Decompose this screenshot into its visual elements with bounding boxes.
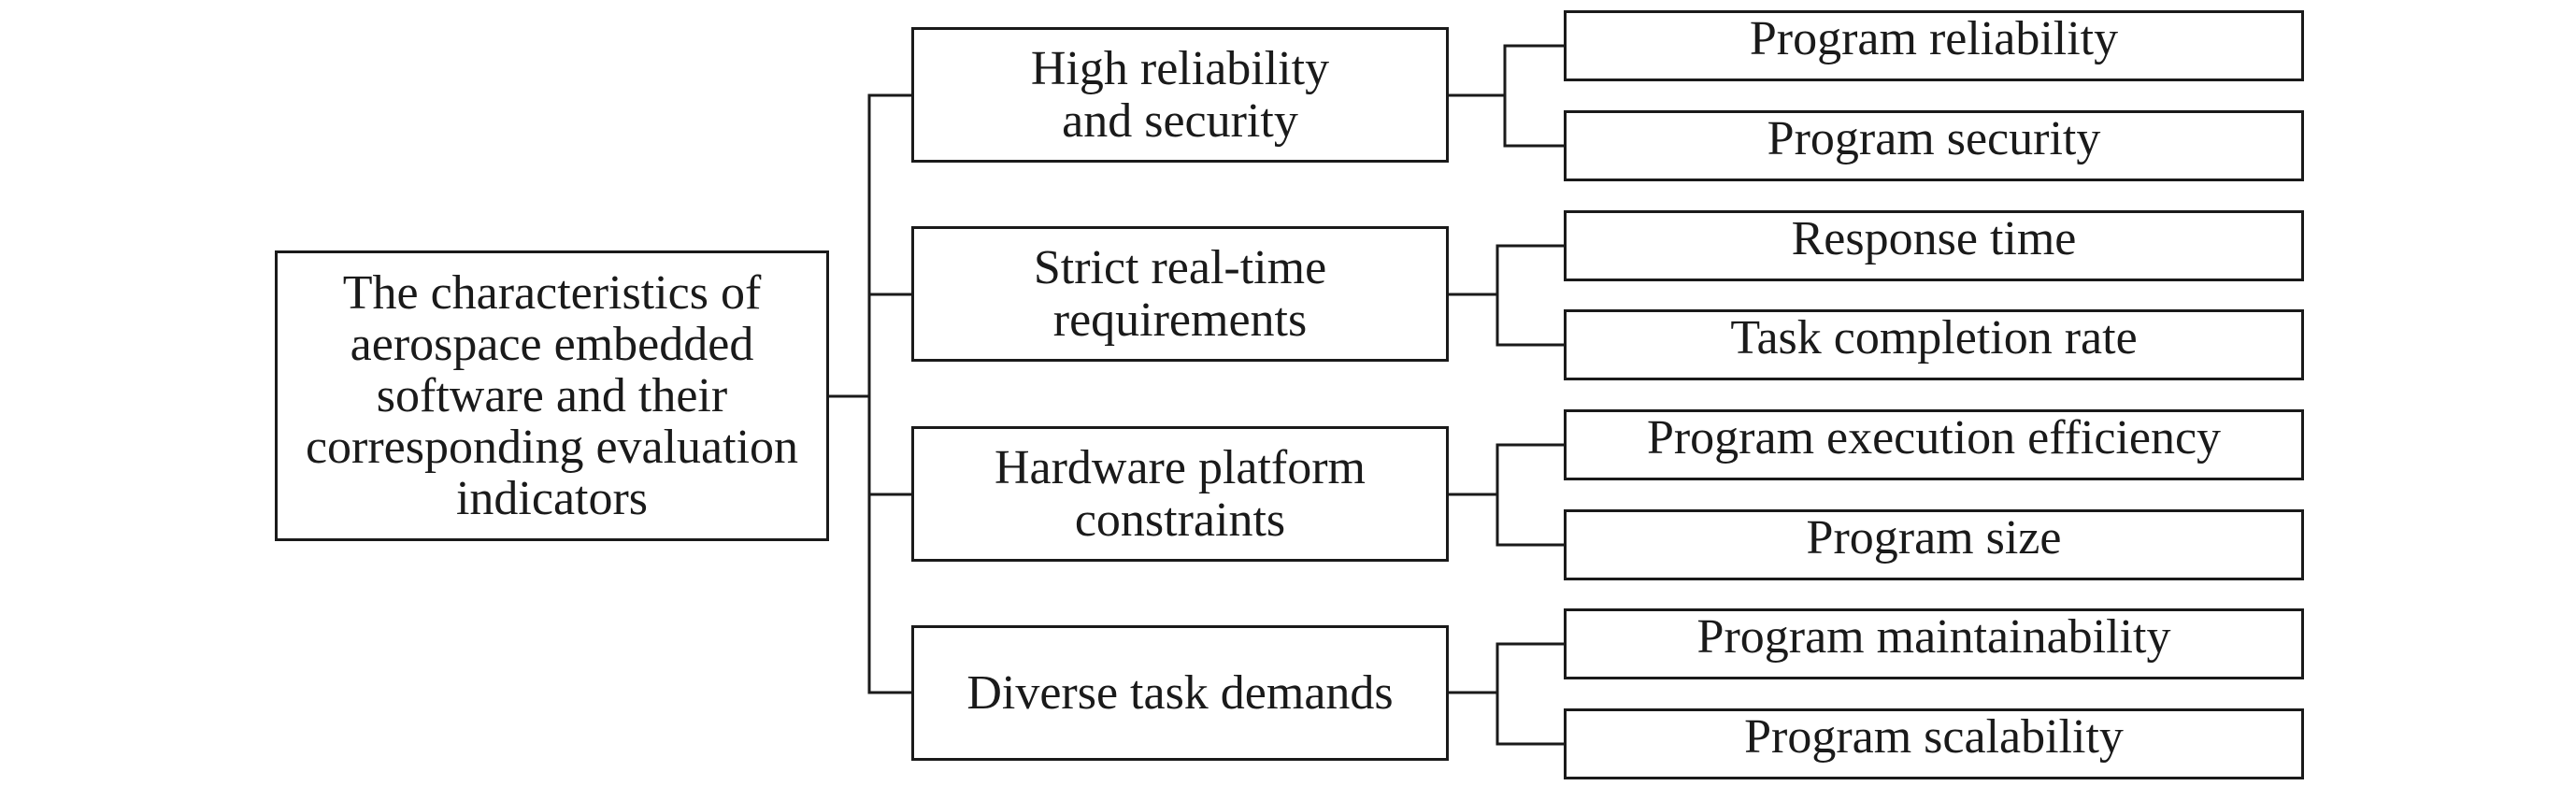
category-node-hardware-constraints: Hardware platform constraints <box>911 426 1449 562</box>
indicator-node-label: Program execution efficiency <box>1646 411 2222 464</box>
indicator-node-program-maintainability: Program maintainability <box>1564 608 2304 679</box>
indicator-node-label: Program security <box>1767 112 2101 165</box>
category-node-label: Hardware platform constraints <box>994 440 1367 547</box>
category-node-real-time: Strict real-time requirements <box>911 226 1449 362</box>
indicator-node-label: Program size <box>1806 511 2062 564</box>
category-node-diverse-tasks: Diverse task demands <box>911 625 1449 761</box>
indicator-node-label: Response time <box>1791 212 2077 265</box>
indicator-node-program-reliability: Program reliability <box>1564 10 2304 81</box>
indicator-node-label: Program maintainability <box>1696 610 2171 664</box>
indicator-node-program-security: Program security <box>1564 110 2304 181</box>
category-node-label: Diverse task demands <box>966 665 1394 720</box>
indicator-node-label: Program reliability <box>1749 12 2119 65</box>
indicator-node-label: Task completion rate <box>1730 311 2138 364</box>
indicator-node-task-completion-rate: Task completion rate <box>1564 309 2304 380</box>
root-node-label: The characteristics of aerospace embedde… <box>305 266 799 525</box>
root-node: The characteristics of aerospace embedde… <box>275 250 829 541</box>
indicator-node-program-size: Program size <box>1564 509 2304 580</box>
indicator-node-label: Program scalability <box>1744 710 2124 764</box>
indicator-node-response-time: Response time <box>1564 210 2304 281</box>
category-node-reliability-security: High reliability and security <box>911 27 1449 163</box>
category-node-label: Strict real-time requirements <box>1033 240 1327 347</box>
indicator-node-execution-efficiency: Program execution efficiency <box>1564 409 2304 480</box>
category-node-label: High reliability and security <box>1030 41 1330 148</box>
indicator-node-program-scalability: Program scalability <box>1564 708 2304 779</box>
